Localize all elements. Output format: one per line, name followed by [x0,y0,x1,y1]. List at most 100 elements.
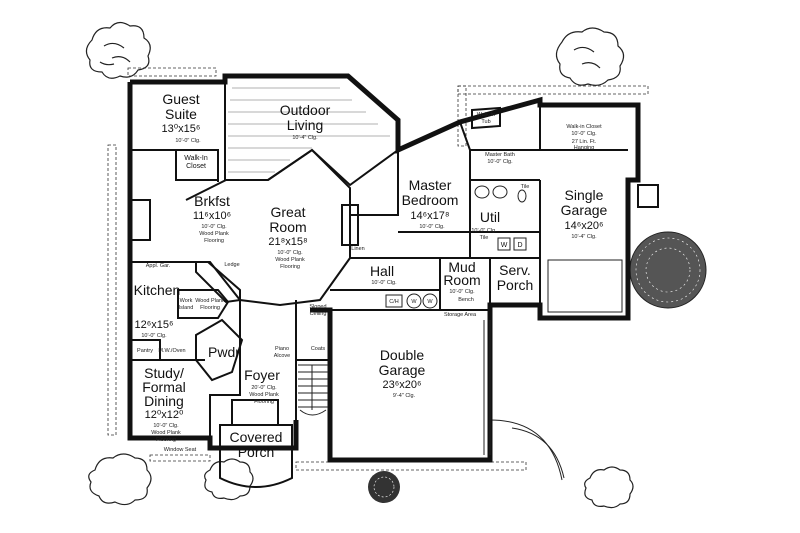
walk-in-closet-note-2: 27 Lin. Ft. [572,139,597,145]
guest-closet-label-2: Closet [186,163,206,170]
covered-porch-name-1: Covered [230,429,283,445]
wh-label: W [411,299,417,305]
serv-porch-name-2: Porch [497,277,534,293]
driveway-edge [489,419,563,481]
walk-in-tub-icon [471,106,501,130]
great-room-note-2: Wood Plank [275,257,305,263]
double-garage-note: 9'-4" Clg. [393,393,416,399]
great-room-name-1: Great [270,204,305,220]
outdoor-living-paving [228,87,390,173]
exterior-wall-east-left [127,82,299,451]
double-garage-name-1: Double [380,347,425,363]
garden-border-bottom-left [149,454,211,462]
double-garage-name-2: Garage [379,362,426,378]
outdoor-living-note: 10'-4" Clg. [292,135,318,141]
kitchen-floor-label-2: Flooring [200,305,220,311]
master-bedroom-dim: 14⁶x17⁸ [410,210,449,222]
exterior-post [637,184,659,208]
study-note-2: Wood Plank [151,430,181,436]
serv-porch-name-1: Serv. [499,262,531,278]
kitchen-island-label-1: Work [180,298,193,304]
washer-label: W [501,242,508,249]
storage-area-label: Storage Area [444,312,477,318]
single-garage-door [547,259,623,313]
brkfst-note-3: Flooring [204,238,224,244]
shrub-bottom-left [88,453,152,506]
sloped-ceiling-label-2: Ceiling [310,311,327,317]
kitchen-island-label-2: Island [179,305,194,311]
ledge-label: Ledge [224,262,239,268]
master-bath-name: Master Bath [485,152,515,158]
double-garage-dim: 23⁶x20⁶ [382,379,421,391]
foyer-note-2: Wood Plank [249,392,279,398]
util-note-2: Tile [480,235,489,241]
walk-in-tub-name-2: Tub [481,119,490,125]
piano-alcove-label-1: Piano [275,346,289,352]
water-heater-icon-2 [422,293,438,309]
shrub-bottom-middle [368,471,400,503]
shrub-right [629,231,707,309]
hall-note: 10'-0" Clg. [371,280,397,286]
outdoor-living-name-2: Living [287,117,324,133]
great-room-name-2: Room [269,219,306,235]
sink-icon [474,185,490,199]
garden-border-top-left [127,67,217,77]
master-bath-note: 10'-0" Clg. [487,159,513,165]
mw-oven-label: M.W./Oven [158,348,185,354]
pwdr-name: Pwdr [208,344,240,360]
linen-label: Linen [351,246,364,252]
water-heater-icon [406,293,422,309]
foyer-note-3: Flooring [254,399,274,405]
brkfst-note-1: 10'-0" Clg. [201,224,227,230]
master-bedroom-note: 10'-0" Clg. [419,224,445,230]
dryer-box [513,237,527,251]
util-name: Util [480,209,500,225]
sloped-ceiling-label-1: Sloped [309,304,326,310]
interior-walls [130,105,628,438]
single-garage-name-2: Garage [561,202,608,218]
washer-box [497,237,511,251]
piano-alcove-label-2: Alcove [274,353,291,359]
appl-gar-label: Appl. Gar. [146,263,171,269]
kitchen-floor-label-1: Wood Plank [195,298,225,304]
brkfst-note-2: Wood Plank [199,231,229,237]
study-dim: 12⁰x12⁰ [145,409,184,421]
guest-suite-dim: 13⁰x15⁶ [162,123,201,135]
guest-closet-label-1: Walk-In [184,155,208,162]
foyer-note-1: 20'-0" Clg. [251,385,277,391]
guest-suite-name-1: Guest [162,91,199,107]
ch-label: C/H [389,299,399,305]
outdoor-living-name-1: Outdoor [280,102,331,118]
garden-border-top-right [457,85,649,95]
dryer-label: D [517,242,522,249]
mud-room-note: 10'-0" Clg. [449,289,475,295]
walk-in-closet-name: Walk-in Closet [566,124,602,130]
great-room-note-3: Flooring [280,264,300,270]
guest-suite-name-2: Suite [165,106,197,122]
tile-label: Tile [521,184,530,190]
staircase [298,364,328,416]
coats-label: Coats [311,346,326,352]
covered-porch-name-2: Porch [238,444,275,460]
great-room-note-1: 10'-0" Clg. [277,250,303,256]
shrub-bottom-center [204,458,254,501]
guest-suite-note: 10'-0" Clg. [175,138,201,144]
tree-top-left [85,21,151,79]
ch-box [385,294,403,308]
tree-top-right [555,27,625,86]
fireplace [341,204,359,246]
walk-in-closet-note-3: Hanging [574,145,595,151]
foyer-entry [231,399,279,426]
kitchen-island [177,289,230,319]
single-garage-dim: 14⁶x20⁶ [564,220,603,232]
great-room-dim: 21⁸x15⁸ [268,236,307,248]
brkfst-dim: 11⁶x10⁶ [193,210,231,222]
walk-in-tub-name-1: Walk-In [477,112,495,118]
covered-porch-outline [219,424,293,488]
single-garage-note: 10'-4" Clg. [571,234,597,240]
util-note-1: 10'-0" Clg. [471,228,497,234]
kitchen-note: 10'-0" Clg. [141,333,167,339]
kitchen-dim: 12⁶x15⁶ [134,319,173,331]
mud-room-name-2: Room [443,272,480,288]
